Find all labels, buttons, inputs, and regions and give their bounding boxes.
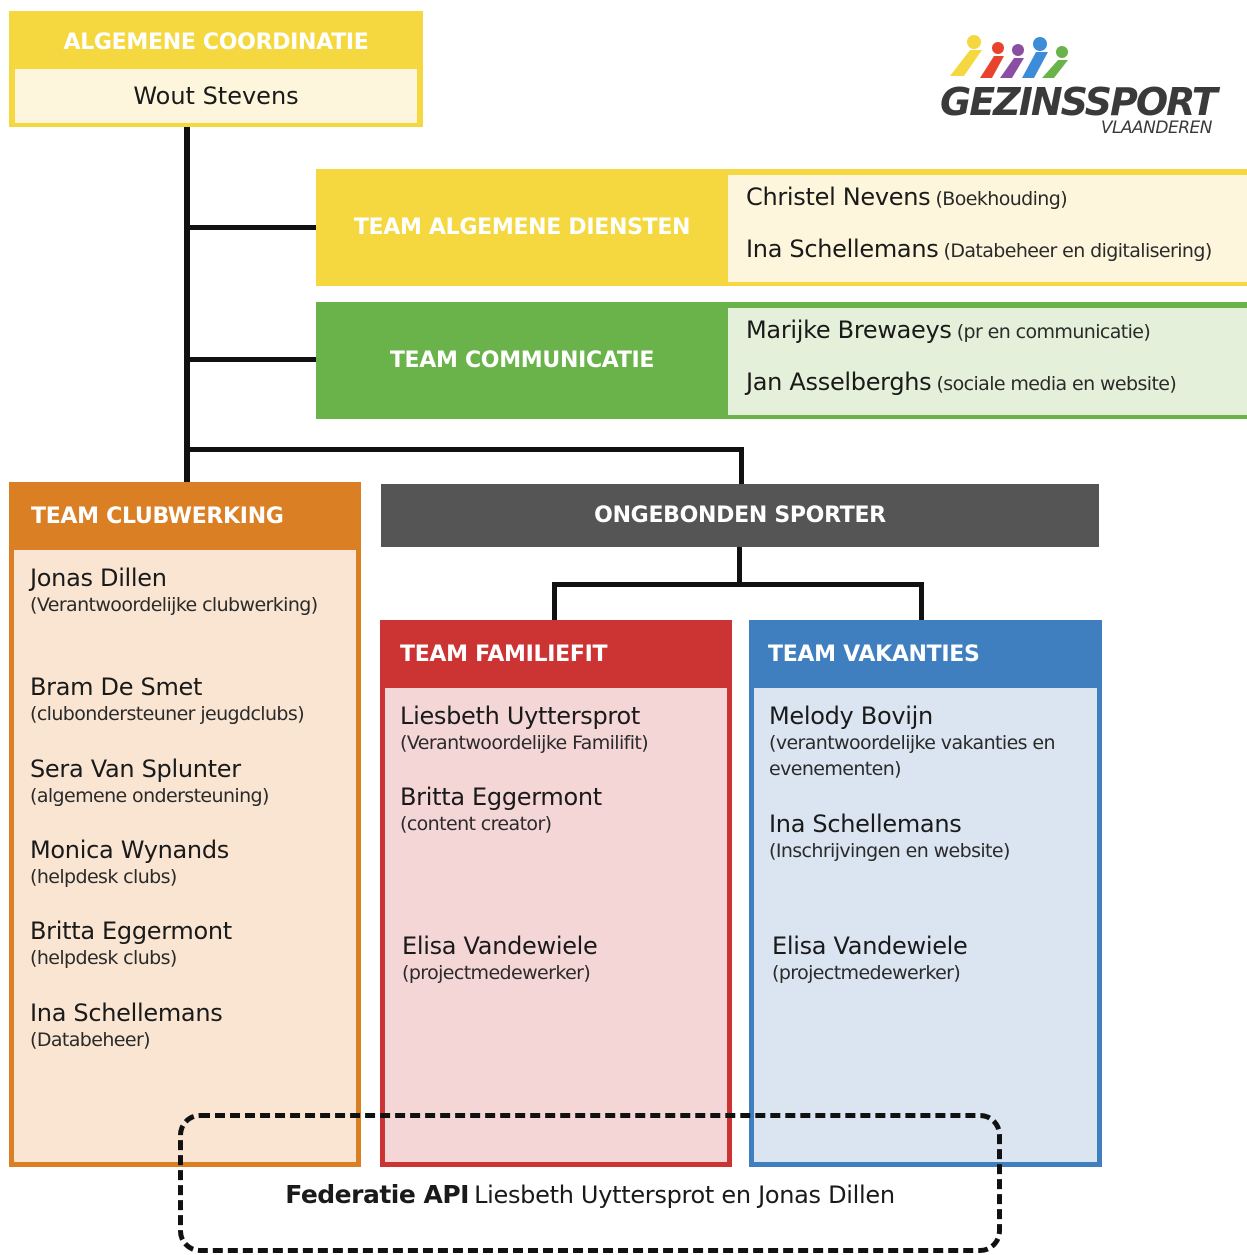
clubwerking-members: Jonas Dillen (Verantwoordelijke clubwerk…	[14, 550, 356, 1162]
member-ina-schellemans-club: Ina Schellemans (Databeheer)	[30, 999, 223, 1051]
logo-brand-text: GEZINSSPORT	[940, 80, 1218, 124]
team-clubwerking: TEAM CLUBWERKING Jonas Dillen (Verantwoo…	[9, 482, 361, 1167]
connector-ongebonden-h	[184, 447, 744, 452]
federatie-api-box: Federatie API Liesbeth Uyttersprot en Jo…	[178, 1113, 1002, 1253]
member-melody-bovijn: Melody Bovijn (verantwoordelijke vakanti…	[769, 702, 1056, 780]
connector-communicatie	[184, 357, 318, 362]
gezinssport-logo: GEZINSSPORT VLAANDEREN	[940, 30, 1230, 140]
coordination-box: ALGEMENE COORDINATIE Wout Stevens	[9, 11, 423, 127]
member-ina-schellemans-vak: Ina Schellemans (Inschrijvingen en websi…	[769, 810, 1010, 862]
member-sera-van-splunter: Sera Van Splunter (algemene ondersteunin…	[30, 755, 269, 807]
coordination-person: Wout Stevens	[15, 69, 417, 123]
ongebonden-sporter-box: ONGEBONDEN SPORTER	[381, 484, 1099, 547]
connector-sub-h	[552, 582, 924, 587]
algemene-diensten-title: TEAM ALGEMENE DIENSTEN	[353, 215, 691, 240]
member-liesbeth-uyttersprot: Liesbeth Uyttersprot (Verantwoordelijke …	[400, 702, 649, 754]
connector-algemene-diensten	[184, 225, 318, 230]
communicatie-title: TEAM COMMUNICATIE	[389, 348, 655, 373]
algemene-diensten-members: Christel Nevens (Boekhouding) Ina Schell…	[728, 175, 1247, 282]
team-communicatie: TEAM COMMUNICATIE Marijke Brewaeys (pr e…	[316, 302, 1247, 419]
connector-sub-stem	[737, 545, 742, 585]
member-britta-eggermont: Britta Eggermont (helpdesk clubs)	[30, 917, 232, 969]
member-elisa-vandewiele-ff: Elisa Vandewiele (projectmedewerker)	[402, 932, 598, 984]
federatie-api-label: Federatie API	[285, 1180, 469, 1209]
familiefit-members: Liesbeth Uyttersprot (Verantwoordelijke …	[385, 688, 727, 1162]
logo-figures-icon	[950, 35, 1068, 78]
vakanties-members: Melody Bovijn (verantwoordelijke vakanti…	[754, 688, 1097, 1162]
connector-vakanties	[919, 582, 924, 622]
federatie-api-members: Liesbeth Uyttersprot en Jonas Dillen	[474, 1181, 895, 1209]
team-familiefit: TEAM FAMILIEFIT Liesbeth Uyttersprot (Ve…	[380, 620, 732, 1167]
team-algemene-diensten: TEAM ALGEMENE DIENSTEN Christel Nevens (…	[316, 169, 1247, 286]
vakanties-title: TEAM VAKANTIES	[768, 641, 980, 667]
member-bram-de-smet: Bram De Smet (clubondersteuner jeugdclub…	[30, 673, 305, 725]
member-marijke-brewaeys: Marijke Brewaeys (pr en communicatie)	[746, 316, 1151, 344]
clubwerking-title: TEAM CLUBWERKING	[31, 503, 284, 529]
connector-trunk	[184, 126, 190, 484]
connector-ongebonden-v	[739, 447, 744, 485]
familiefit-title: TEAM FAMILIEFIT	[400, 641, 608, 667]
team-vakanties: TEAM VAKANTIES Melody Bovijn (verantwoor…	[749, 620, 1102, 1167]
member-britta-eggermont-ff: Britta Eggermont (content creator)	[400, 783, 602, 835]
federatie-api-text: Federatie API Liesbeth Uyttersprot en Jo…	[183, 1180, 997, 1209]
member-elisa-vandewiele-vak: Elisa Vandewiele (projectmedewerker)	[772, 932, 968, 984]
coordination-title: ALGEMENE COORDINATIE	[63, 29, 369, 55]
member-christel-nevens: Christel Nevens (Boekhouding)	[746, 183, 1068, 211]
member-jan-asselberghs: Jan Asselberghs (sociale media en websit…	[746, 368, 1177, 396]
connector-familiefit	[552, 582, 557, 622]
logo-sub-text: VLAANDEREN	[1100, 118, 1213, 138]
member-ina-schellemans: Ina Schellemans (Databeheer en digitalis…	[746, 235, 1212, 263]
member-monica-wynands: Monica Wynands (helpdesk clubs)	[30, 836, 229, 888]
member-jonas-dillen: Jonas Dillen (Verantwoordelijke clubwerk…	[30, 564, 318, 616]
communicatie-members: Marijke Brewaeys (pr en communicatie) Ja…	[728, 308, 1247, 415]
